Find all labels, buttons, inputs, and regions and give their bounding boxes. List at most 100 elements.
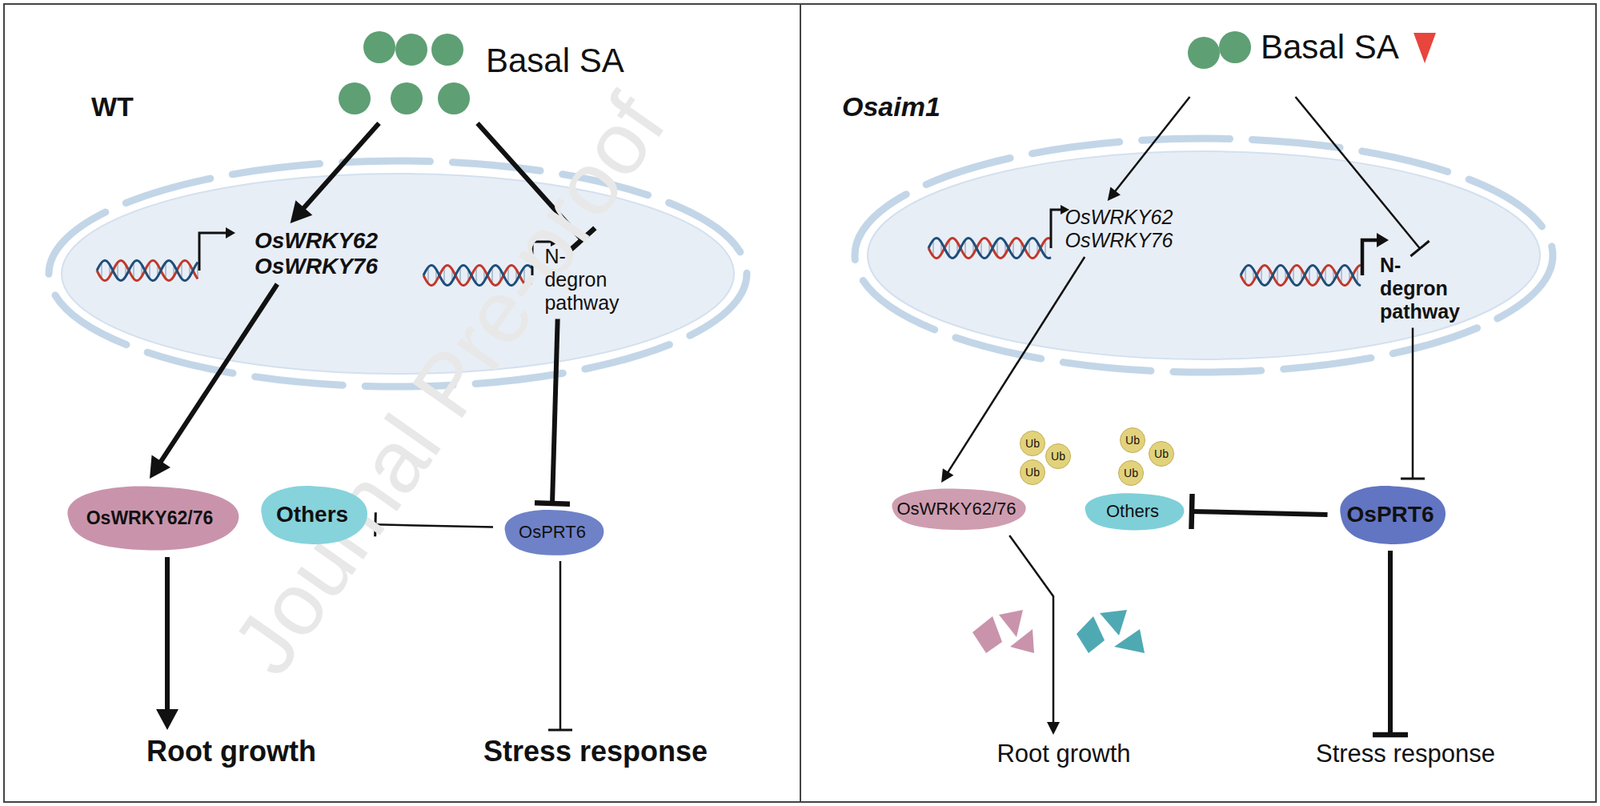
pathway-label: N-degron pathway bbox=[541, 243, 622, 317]
signal-label: Basal SA bbox=[485, 41, 625, 81]
arrowhead bbox=[1107, 186, 1121, 201]
sa-molecule bbox=[395, 33, 428, 66]
nuclear-envelope bbox=[854, 138, 1553, 373]
node-label: OsWRKY62 OsWRKY76 bbox=[254, 228, 378, 280]
connector-line bbox=[1191, 511, 1328, 515]
protein-fill bbox=[505, 509, 605, 556]
fragment bbox=[1010, 629, 1035, 654]
ubiquitin-tag: Ub bbox=[1119, 427, 1146, 454]
arrowhead bbox=[225, 227, 236, 239]
helix-rung bbox=[1308, 267, 1311, 283]
node-label: N-degron pathway bbox=[544, 244, 619, 315]
helix-rung bbox=[116, 262, 119, 278]
protein-label: OsPRT6 bbox=[1347, 501, 1435, 528]
inhibition-connector bbox=[1190, 493, 1328, 530]
outcome-label: Root growth bbox=[143, 733, 320, 770]
protein-shape: Others bbox=[252, 481, 373, 548]
sa-molecule bbox=[363, 31, 396, 64]
inhibition-connector bbox=[1295, 96, 1430, 257]
signal-label: Basal SA bbox=[1260, 28, 1400, 67]
helix-rung bbox=[980, 240, 983, 256]
ubiquitin-tag: Ub bbox=[1019, 430, 1046, 457]
protein-label: Others bbox=[276, 501, 349, 528]
outcome-label: Stress response bbox=[480, 733, 711, 770]
nucleus-right bbox=[854, 138, 1553, 373]
helix-rung bbox=[932, 240, 935, 256]
node-label: Stress response bbox=[483, 734, 708, 769]
arrowhead bbox=[1046, 721, 1060, 735]
ubiquitin-label: Ub bbox=[1154, 447, 1169, 461]
helix-rung bbox=[443, 267, 446, 283]
panel-title: Osaim1 bbox=[842, 91, 941, 123]
helix-rung bbox=[1260, 267, 1263, 283]
ubiquitin-tag: Ub bbox=[1019, 459, 1046, 486]
ubiquitin-label: Ub bbox=[1050, 449, 1066, 463]
watermark: Journal Pre-proof bbox=[211, 76, 686, 692]
helix-rung bbox=[996, 240, 999, 256]
protein-shape: OsPRT6 bbox=[496, 506, 609, 558]
sa-molecule bbox=[437, 82, 470, 115]
dna-strand bbox=[928, 237, 1051, 258]
ubiquitin-label: Ub bbox=[1025, 437, 1040, 450]
outcome-label: Root growth bbox=[993, 737, 1134, 770]
helix-rung bbox=[1028, 240, 1031, 256]
ubiquitin-tag: Ub bbox=[1045, 443, 1071, 470]
helix-rung bbox=[164, 262, 167, 278]
helix-rung bbox=[180, 262, 183, 278]
arrowhead bbox=[1376, 232, 1389, 248]
helix-rung bbox=[1292, 267, 1295, 283]
helix-rung bbox=[1340, 267, 1343, 283]
helix-rung bbox=[1356, 267, 1359, 283]
protein-shape: OsWRKY62/76 bbox=[880, 485, 1032, 533]
inhibition-bar bbox=[1190, 493, 1192, 530]
protein-shape: OsWRKY62/76 bbox=[52, 481, 247, 554]
protein-fill bbox=[892, 489, 1027, 531]
connector-line bbox=[947, 256, 1086, 474]
connector-line bbox=[1411, 328, 1415, 480]
panel: Osaim1 Basal SA OsWRKY62 OsWRKY76N-degron … bbox=[801, 3, 1597, 803]
dna-strand bbox=[1240, 264, 1361, 286]
sa-molecule bbox=[1219, 31, 1252, 64]
arrowhead bbox=[156, 709, 179, 730]
nucleus bbox=[867, 151, 1540, 360]
outcome-label: Stress response bbox=[1312, 737, 1499, 770]
connector-line bbox=[552, 319, 558, 505]
promoter-arrow bbox=[1362, 240, 1379, 276]
sa-molecule bbox=[390, 82, 423, 115]
activation-arrow bbox=[1009, 535, 1060, 735]
gene-label: OsWRKY62 OsWRKY76 bbox=[1062, 204, 1177, 254]
protein-shape: OsPRT6 bbox=[1331, 481, 1451, 548]
node-label: Root growth bbox=[996, 739, 1131, 769]
helix-rung bbox=[1276, 267, 1279, 283]
node-label: Root growth bbox=[146, 734, 317, 769]
helix-rung bbox=[1044, 240, 1047, 256]
dna-strand bbox=[1240, 264, 1361, 286]
protein-label: Others bbox=[1106, 501, 1159, 522]
promoter-arrow bbox=[1050, 209, 1061, 249]
connector-line bbox=[164, 557, 170, 711]
helix-rung bbox=[100, 262, 103, 278]
activation-arrow bbox=[156, 557, 179, 730]
inhibition-connector bbox=[548, 561, 573, 730]
protein-label: OsWRKY62/76 bbox=[896, 498, 1016, 520]
inhibition-bar bbox=[1410, 240, 1429, 257]
node-label: N-degron pathway bbox=[1379, 253, 1460, 324]
inhibition-bar bbox=[1372, 732, 1408, 738]
protein-fill bbox=[67, 486, 239, 551]
protein-shape: Others bbox=[1076, 490, 1189, 533]
protein-label: OsWRKY62/76 bbox=[86, 507, 214, 530]
dna-strand bbox=[96, 260, 198, 281]
activation-arrow bbox=[290, 123, 380, 224]
sa-molecule bbox=[1187, 36, 1220, 69]
helix-rung bbox=[948, 240, 951, 256]
helix-rung bbox=[1012, 240, 1015, 256]
arrowhead bbox=[149, 455, 171, 479]
protein-label: OsPRT6 bbox=[518, 521, 586, 543]
fragment bbox=[1099, 609, 1127, 636]
sa-molecule bbox=[431, 33, 464, 66]
activation-arrow bbox=[149, 284, 277, 479]
helix-rung bbox=[427, 267, 430, 283]
dna-strand bbox=[928, 237, 1051, 258]
protein-fill bbox=[260, 485, 368, 545]
signal-group: Basal SA bbox=[1176, 21, 1441, 94]
